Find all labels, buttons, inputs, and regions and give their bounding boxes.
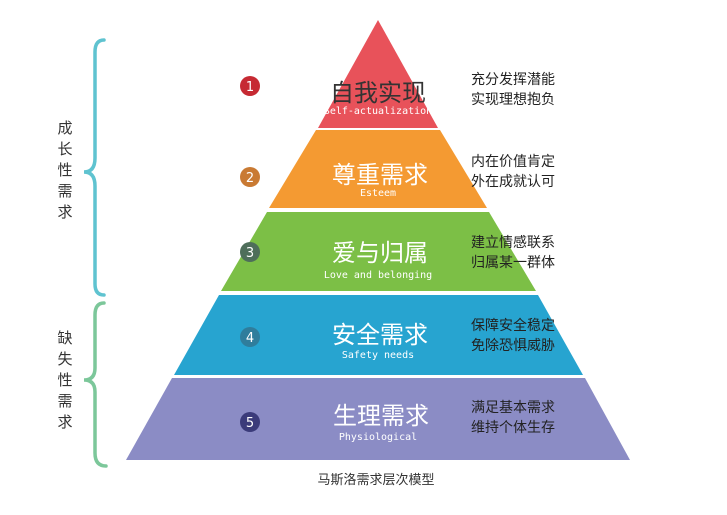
tier-esteem: [269, 130, 487, 208]
group-label-char: 长: [57, 140, 72, 158]
level-desc-line: 内在价值肯定: [471, 154, 555, 170]
group-label-char: 性: [57, 161, 72, 179]
level-badge: [240, 242, 260, 262]
level-desc-line: 维持个体生存: [471, 420, 555, 436]
level-desc-line: 充分发挥潜能: [471, 72, 555, 88]
tier-title: 爱与归属: [332, 239, 428, 267]
level-desc-line: 满足基本需求: [471, 399, 555, 416]
group-label-char: 求: [57, 413, 72, 431]
level-desc-line: 免除恐惧威胁: [471, 338, 555, 354]
level-desc-line: 实现理想抱负: [471, 92, 555, 108]
level-badge: [240, 167, 260, 187]
level-badge: [240, 76, 260, 96]
deficiency-needs-label: 缺 失 性 需 求: [57, 329, 72, 431]
level-number: 3: [246, 246, 254, 261]
tier-physiological: [126, 378, 630, 460]
tier-subtitle: Love and belonging: [324, 270, 432, 281]
tier-self-actualization: [318, 20, 438, 128]
tier-subtitle: Esteem: [360, 188, 396, 199]
tier-subtitle: Self-actualization: [324, 106, 432, 117]
tier-title: 自我实现: [330, 79, 426, 107]
group-label-char: 需: [57, 182, 72, 200]
pyramid: [126, 20, 630, 460]
level-number: 5: [246, 416, 254, 431]
growth-needs-brace: [83, 38, 106, 297]
group-label-char: 缺: [57, 329, 72, 347]
group-label-char: 性: [57, 371, 72, 389]
tier-title: 安全需求: [332, 321, 428, 349]
level-badges: 1 2 3 4 5: [240, 76, 260, 432]
diagram-caption: 马斯洛需求层次模型: [317, 472, 434, 488]
group-label-char: 求: [57, 203, 72, 221]
level-badge: [240, 327, 260, 347]
group-label-char: 失: [57, 350, 72, 368]
level-badge: [240, 412, 260, 432]
group-label-char: 需: [57, 392, 72, 410]
tier-subtitle: Physiological: [339, 432, 417, 443]
level-desc-line: 保障安全稳定: [471, 317, 555, 334]
level-desc-line: 归属某一群体: [471, 254, 555, 271]
group-label-char: 成: [57, 119, 72, 137]
tier-love-belonging: [221, 212, 536, 291]
tier-title: 尊重需求: [332, 161, 428, 189]
tier-safety: [174, 295, 583, 375]
growth-needs-label: 成 长 性 需 求: [57, 119, 72, 221]
level-number: 1: [246, 80, 254, 95]
level-descriptions: 充分发挥潜能 实现理想抱负 内在价值肯定 外在成就认可 建立情感联系 归属某一群…: [471, 72, 555, 436]
level-desc-line: 建立情感联系: [471, 234, 555, 251]
tier-title: 生理需求: [333, 402, 429, 430]
level-desc-line: 外在成就认可: [471, 174, 555, 190]
level-number: 4: [246, 331, 254, 346]
level-number: 2: [246, 171, 254, 186]
tier-subtitle: Safety needs: [342, 350, 414, 361]
deficiency-needs-brace: [83, 301, 108, 468]
